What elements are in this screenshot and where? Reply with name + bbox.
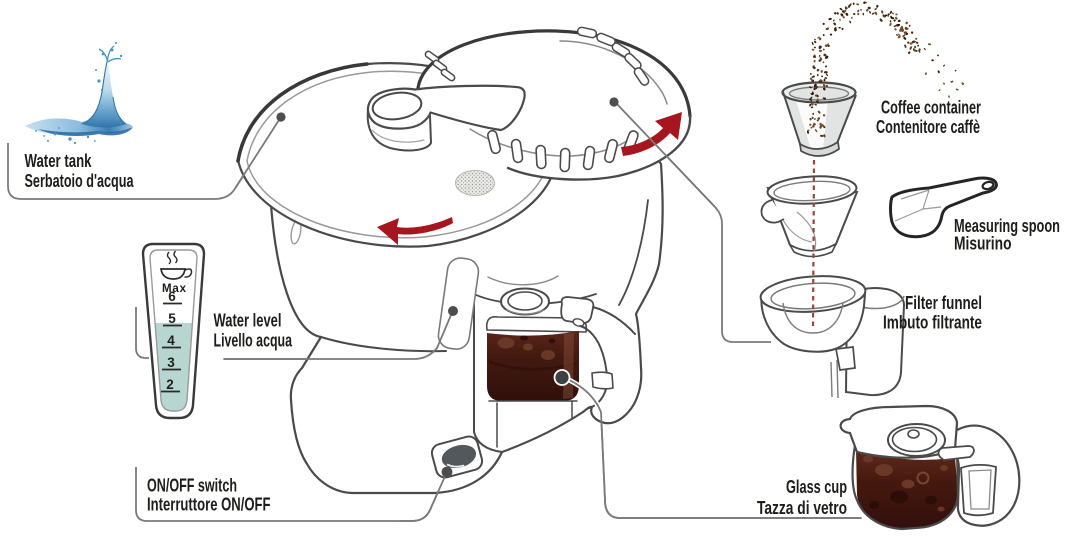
svg-text:Misurino: Misurino [954,234,1012,254]
svg-text:6: 6 [168,289,176,304]
svg-text:3: 3 [167,355,175,370]
svg-text:5: 5 [168,311,176,326]
svg-text:Max: Max [162,283,187,295]
svg-text:Filter funnel: Filter funnel [905,293,982,313]
svg-text:Coffee container: Coffee container [881,98,981,118]
svg-text:Water level: Water level [214,311,282,331]
svg-text:Serbatoio d'acqua: Serbatoio d'acqua [25,171,135,191]
svg-text:ON/OFF switch: ON/OFF switch [147,476,237,496]
svg-text:4: 4 [167,333,175,348]
svg-text:Measuring spoon: Measuring spoon [954,216,1060,236]
svg-text:Imbuto filtrante: Imbuto filtrante [883,313,982,333]
svg-text:2: 2 [166,377,174,392]
svg-text:Water tank: Water tank [25,151,93,171]
svg-text:Tazza di vetro: Tazza di vetro [757,498,847,518]
svg-text:Glass cup: Glass cup [786,477,847,497]
svg-text:Interruttore ON/OFF: Interruttore ON/OFF [147,495,271,515]
svg-text:Livello acqua: Livello acqua [214,331,293,351]
svg-text:Contenitore caffè: Contenitore caffè [876,117,980,137]
